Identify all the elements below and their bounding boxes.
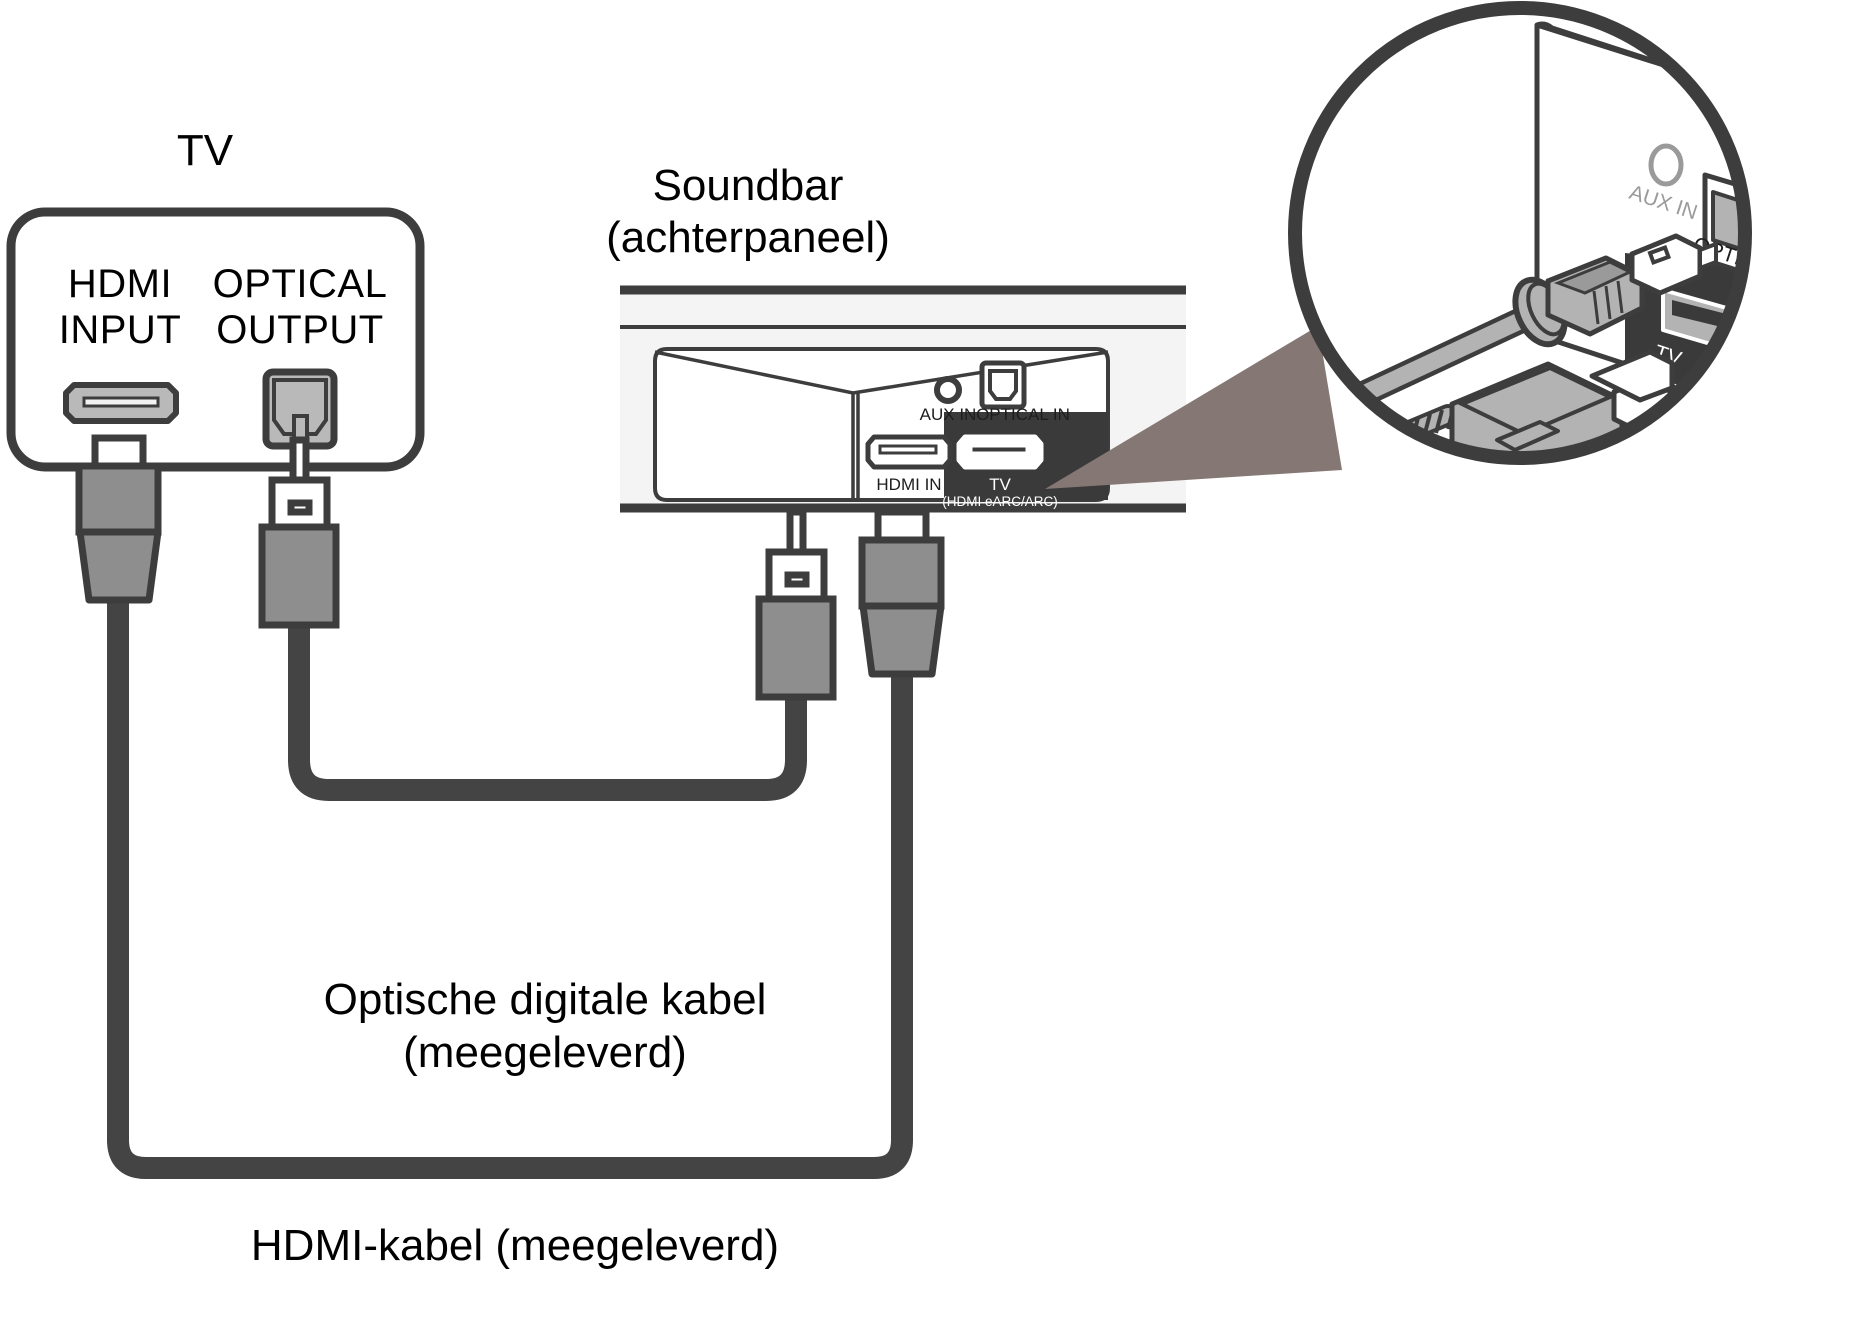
tv-optical-plug	[258, 436, 340, 629]
soundbar-tv-earc-label: TV	[989, 475, 1011, 494]
optical-cable-caption-line2: (meegeleverd)	[403, 1028, 687, 1077]
soundbar-optical-in-port[interactable]	[979, 360, 1027, 410]
optical-cable	[288, 620, 807, 801]
magnifier-pointer-cone	[1045, 326, 1342, 489]
hdmi-cable-caption: HDMI-kabel (meegeleverd)	[251, 1221, 779, 1270]
soundbar-tv-earc-sublabel: (HDMI eARC/ARC)	[942, 494, 1058, 509]
soundbar-optical-in-label: OPTICAL IN	[976, 405, 1070, 424]
magnifier-inset: AUX IN OPTICAL IN TV (HDMI eARC/ARC)	[1288, 1, 1752, 465]
soundbar-optical-plug	[755, 508, 837, 701]
tv-optical-output-port[interactable]	[266, 372, 334, 446]
tv-label: TV	[177, 126, 234, 175]
optical-cable-caption-line1: Optische digitale kabel	[324, 975, 767, 1024]
tv-hdmi-plug	[75, 434, 162, 604]
tv-optical-label-line1: OPTICAL	[213, 262, 388, 306]
tv-optical-label-line2: OUTPUT	[216, 308, 383, 352]
soundbar-hdmi-in-port[interactable]	[865, 434, 953, 470]
soundbar-device: AUX IN OPTICAL IN HDMI IN TV (HDMI eARC/…	[620, 285, 1186, 513]
soundbar-label-line2: (achterpaneel)	[606, 213, 890, 262]
soundbar-aux-in-label: AUX IN	[920, 405, 977, 424]
soundbar-label-line1: Soundbar	[653, 161, 844, 210]
tv-hdmi-label-line1: HDMI	[68, 262, 172, 306]
soundbar-tv-earc-port[interactable]	[956, 434, 1044, 470]
soundbar-hdmi-plug	[858, 508, 945, 678]
tv-hdmi-label-line2: INPUT	[59, 308, 182, 352]
soundbar-aux-in-jack[interactable]	[934, 376, 962, 404]
magnifier-optical-plug	[1327, 233, 1718, 418]
hdmi-cable	[107, 565, 913, 1179]
tv-hdmi-input-port[interactable]	[66, 385, 176, 421]
soundbar-hdmi-in-label: HDMI IN	[876, 475, 941, 494]
